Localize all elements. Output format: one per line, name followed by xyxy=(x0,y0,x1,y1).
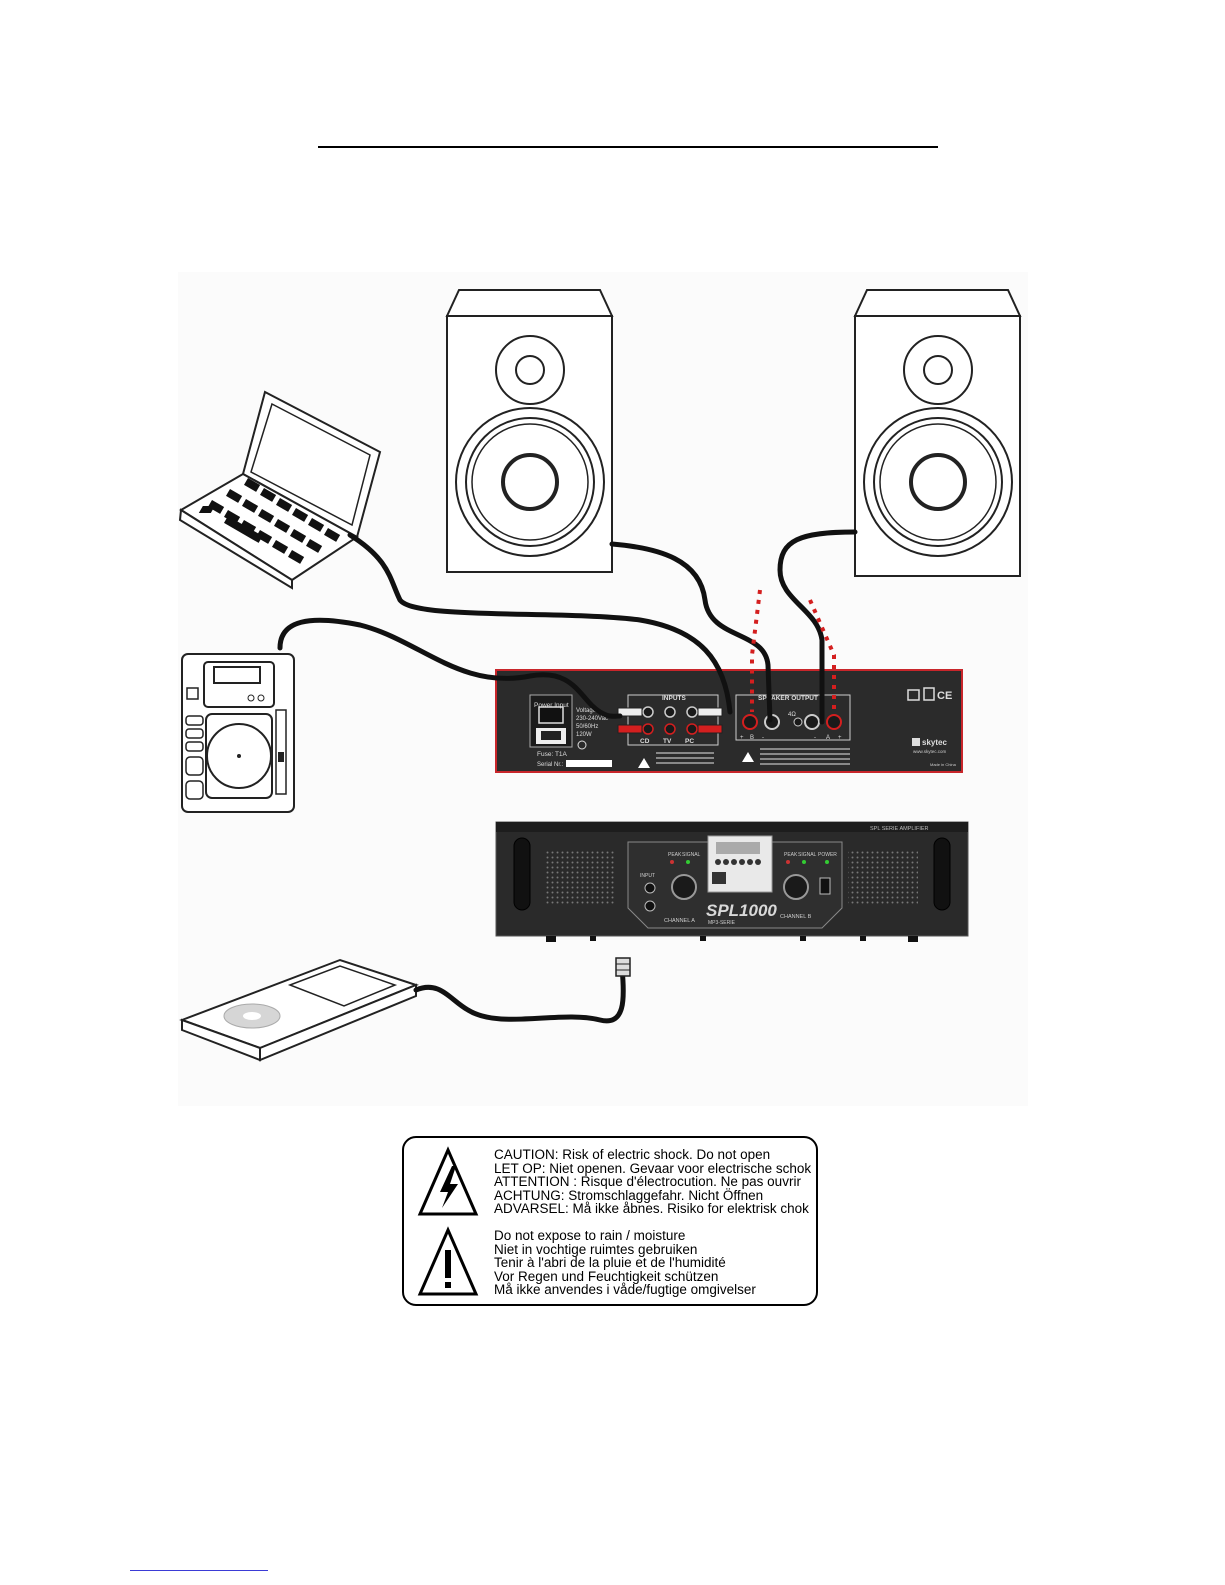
amp-front-panel: SPL SERIE AMPLIFIER PEAK SIGNAL PEAK SIG… xyxy=(495,821,969,942)
model-label: SPL1000 xyxy=(706,901,777,920)
terminal-3: - xyxy=(762,735,764,741)
shock-warnings: CAUTION: Risk of electric shock. Do not … xyxy=(494,1148,811,1216)
input-pc-label: PC xyxy=(685,738,694,745)
laptop-icon xyxy=(178,390,382,590)
voltage-line-1: Voltage xyxy=(576,708,597,714)
channel-a-label: CHANNEL A xyxy=(664,918,695,924)
moisture-warning-line: Do not expose to rain / moisture xyxy=(494,1228,686,1243)
cd-player-icon xyxy=(181,653,295,813)
amp-feet xyxy=(546,936,918,942)
cables xyxy=(277,529,858,1024)
left-speaker xyxy=(445,289,614,573)
brand-url: www.skytec.com xyxy=(913,749,947,754)
exclamation-warning-icon xyxy=(417,1226,479,1296)
terminal-5: A xyxy=(826,735,830,741)
laptop-keyboard xyxy=(207,477,341,564)
shock-warning-line: ATTENTION : Risque d'électrocution. Ne p… xyxy=(494,1174,801,1190)
made-in-label: Made in China xyxy=(930,762,957,767)
mp3-cable xyxy=(413,965,626,1024)
moisture-warning-line: Vor Regen und Feuchtigkeit schützen xyxy=(494,1268,719,1284)
cd-player-cable xyxy=(277,617,623,719)
channel-b-label: CHANNEL B xyxy=(780,914,812,920)
shock-warning-line: ACHTUNG: Stromschlaggefahr. Nicht Öffnen xyxy=(494,1187,764,1203)
signal-label-a: SIGNAL xyxy=(682,852,701,858)
shock-warning-line: CAUTION: Risk of electric shock. Do not … xyxy=(494,1147,771,1162)
voltage-line-4: 120W xyxy=(576,732,592,738)
power-label: POWER xyxy=(818,852,837,858)
voltage-line-2: 230-240Vac xyxy=(576,716,608,722)
mp3-jack-plug xyxy=(615,957,631,977)
model-sub-label: MP3-SERIE xyxy=(708,920,736,926)
lightning-warning-icon xyxy=(417,1146,479,1216)
rear-warning-icon-2 xyxy=(742,752,754,762)
inputs-label: INPUTS xyxy=(662,695,687,702)
terminal-6: + xyxy=(838,735,842,741)
shock-warning-line: LET OP: Niet openen. Gevaar voor electri… xyxy=(494,1160,812,1176)
moisture-warning-line: Niet in vochtige ruimtes gebruiken xyxy=(494,1241,698,1257)
mp3-player-icon xyxy=(179,958,419,1062)
moisture-warning-line: Tenir à l'abri de la pluie et de l'humid… xyxy=(494,1255,726,1271)
right-speaker xyxy=(853,289,1022,577)
fuse-label: Fuse: T1A xyxy=(537,751,568,758)
brand-label: skytec xyxy=(922,738,947,747)
moisture-warning-line: Må ikke anvendes i våde/fugtige omgivels… xyxy=(494,1282,756,1298)
terminal-4: - xyxy=(814,735,816,741)
channel-b-knob xyxy=(783,874,809,900)
power-switch-icon xyxy=(819,877,831,895)
connection-diagram: Power Input Voltage 230-240Vac 50/60Hz 1… xyxy=(178,289,1022,1062)
speaker-terminals xyxy=(742,714,842,730)
terminal-2: B xyxy=(750,735,754,741)
signal-label-b: SIGNAL xyxy=(798,852,817,858)
right-speaker-cable xyxy=(777,529,858,725)
svg-text:CE: CE xyxy=(937,690,952,702)
input-cd-label: CD xyxy=(640,738,650,745)
vent-grille-right xyxy=(848,850,918,904)
impedance-label: 4Ω xyxy=(788,712,796,718)
rear-warning-icon xyxy=(638,758,650,768)
title-rule xyxy=(318,146,938,148)
left-speaker-cable xyxy=(609,541,773,723)
voltage-line-3: 50/60Hz xyxy=(576,724,598,730)
skytec-logo-icon xyxy=(912,738,920,746)
footer-link-underline xyxy=(130,1570,268,1571)
shock-warning-line: ADVARSEL: Må ikke åbnes. Risiko for elek… xyxy=(494,1201,809,1217)
laptop-cable xyxy=(347,532,733,715)
peak-label-b: PEAK xyxy=(784,852,798,858)
peak-label-a: PEAK xyxy=(668,852,682,858)
input-jack-icon xyxy=(644,882,656,894)
input-tv-label: TV xyxy=(663,738,672,745)
vent-grille-left xyxy=(546,850,616,904)
certification-icons: CE xyxy=(907,687,952,702)
terminal-1: + xyxy=(740,735,744,741)
input-label-front: INPUT xyxy=(640,873,655,879)
speaker-wire-markers xyxy=(750,589,836,712)
serial-label: Serial Nr.: xyxy=(537,762,564,768)
channel-a-knob xyxy=(671,874,697,900)
speaker-output-label: SPEAKER OUTPUT xyxy=(758,695,818,702)
moisture-warnings: Do not expose to rain / moisture Niet in… xyxy=(494,1229,756,1297)
series-label: SPL SERIE AMPLIFIER xyxy=(870,826,929,832)
power-input-label: Power Input xyxy=(534,702,569,709)
rca-jacks xyxy=(642,706,698,735)
amp-rear-panel: Power Input Voltage 230-240Vac 50/60Hz 1… xyxy=(495,669,963,773)
warning-box: CAUTION: Risk of electric shock. Do not … xyxy=(402,1136,818,1306)
